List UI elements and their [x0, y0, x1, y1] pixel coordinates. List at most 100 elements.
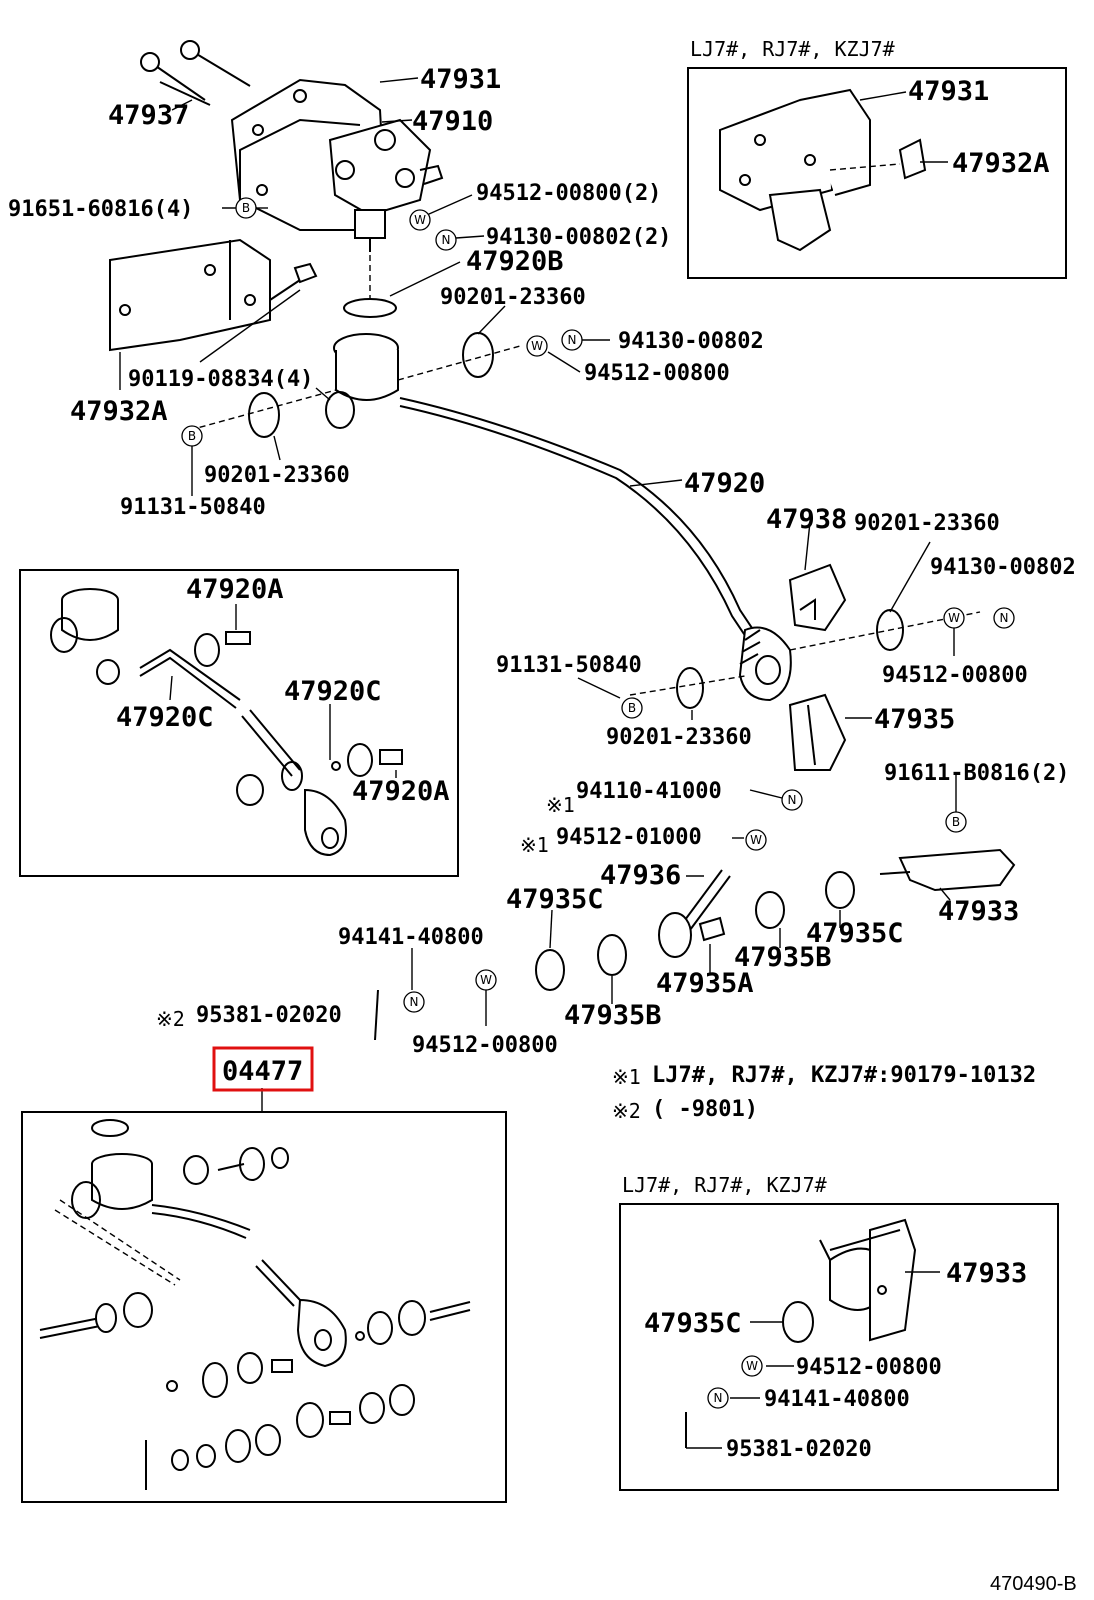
svg-text:N: N — [442, 233, 451, 247]
nut-symbol: N — [561, 329, 583, 351]
label-94512-01000: 94512-01000 — [556, 825, 702, 850]
label-47920: 47920 — [684, 468, 765, 499]
inset-bracket-drawing-top-right — [719, 88, 927, 252]
inset-label-47920C-a: 47920C — [116, 702, 214, 733]
inset-label-47935C: 47935C — [644, 1308, 742, 1339]
bolt-symbol: B — [621, 697, 643, 719]
label-94141-40800: 94141-40800 — [338, 925, 484, 950]
washer-symbol: W — [745, 829, 767, 851]
label-94130-00802-2: 94130-00802(2) — [486, 225, 671, 250]
inset-label-94512-00800: 94512-00800 — [796, 1355, 942, 1380]
svg-text:N: N — [1000, 611, 1009, 625]
label-94110-41000: 94110-41000 — [576, 779, 722, 804]
label-04477[interactable]: 04477 — [222, 1056, 303, 1087]
inset-sensor-drawing-left — [50, 588, 403, 857]
label-47935: 47935 — [874, 704, 955, 735]
inset-label-47920A-a: 47920A — [186, 574, 284, 605]
part-labels: 47931 47910 47937 91651-60816(4) 94512-0… — [8, 37, 1077, 1595]
svg-text:N: N — [714, 1391, 723, 1405]
inset-box-left — [19, 569, 459, 877]
label-47931: 47931 — [420, 64, 501, 95]
label-47932A: 47932A — [70, 396, 168, 427]
label-91131-50840-b: 91131-50840 — [496, 653, 642, 678]
bolt-symbol: B — [235, 197, 257, 219]
note1-text: LJ7#, RJ7#, KZJ7#:90179-10132 — [652, 1063, 1036, 1088]
label-mark-note1-b: ※1 — [520, 833, 549, 857]
svg-text:W: W — [531, 339, 543, 353]
label-90119-08834: 90119-08834(4) — [128, 367, 313, 392]
fastener-symbols: B W N W N B W N B N B W N W W N — [181, 197, 1015, 1409]
label-90201-23360-a: 90201-23360 — [440, 285, 586, 310]
inset-header-top-right: LJ7#, RJ7#, KZJ7# — [690, 37, 895, 61]
label-94512-00800-2: 94512-00800(2) — [476, 181, 661, 206]
label-47935C-a: 47935C — [506, 884, 604, 915]
cable-end-assembly-drawing — [374, 563, 1016, 1041]
label-94512-00800-d: 94512-00800 — [412, 1033, 558, 1058]
label-94130-00802-a: 94130-00802 — [618, 329, 764, 354]
inset-box-top-right — [687, 67, 1067, 279]
svg-text:B: B — [188, 429, 196, 443]
label-47935B-a: 47935B — [734, 942, 832, 973]
nut-symbol: N — [993, 607, 1015, 629]
label-47920B: 47920B — [466, 246, 564, 277]
nut-symbol: N — [403, 991, 425, 1013]
inset-bracket-drawing-bottom-right — [685, 1218, 917, 1448]
highlight-box-04477 — [212, 1046, 314, 1092]
diagram-id: 470490-B — [990, 1573, 1077, 1595]
label-47935B-b: 47935B — [564, 1000, 662, 1031]
kit-drawing-bottom-left — [39, 1119, 471, 1490]
svg-text:W: W — [948, 611, 960, 625]
label-90201-23360-c: 90201-23360 — [854, 511, 1000, 536]
label-91651-60816: 91651-60816(4) — [8, 197, 193, 222]
svg-text:W: W — [750, 833, 762, 847]
svg-text:W: W — [480, 973, 492, 987]
inset-label-47920A-b: 47920A — [352, 776, 450, 807]
svg-text:N: N — [788, 793, 797, 807]
label-47933: 47933 — [938, 896, 1019, 927]
nut-symbol: N — [781, 789, 803, 811]
svg-text:N: N — [568, 333, 577, 347]
svg-text:W: W — [414, 213, 426, 227]
label-47936: 47936 — [600, 860, 681, 891]
svg-text:B: B — [952, 815, 960, 829]
svg-text:B: B — [242, 201, 250, 215]
label-90201-23360-b: 90201-23360 — [204, 463, 350, 488]
inset-label-47931: 47931 — [908, 76, 989, 107]
svg-text:N: N — [410, 995, 419, 1009]
inset-label-47920C-b: 47920C — [284, 676, 382, 707]
inset-label-95381-02020: 95381-02020 — [726, 1437, 872, 1462]
washer-symbol: W — [409, 209, 431, 231]
label-47935A: 47935A — [656, 968, 754, 999]
label-mark-note2: ※2 — [156, 1007, 185, 1031]
washer-symbol: W — [526, 335, 548, 357]
label-47910: 47910 — [412, 106, 493, 137]
svg-text:B: B — [628, 701, 636, 715]
label-95381-02020: 95381-02020 — [196, 1003, 342, 1028]
inset-label-94141-40800: 94141-40800 — [764, 1387, 910, 1412]
svg-text:W: W — [746, 1359, 758, 1373]
inset-label-47932A: 47932A — [952, 148, 1050, 179]
label-94512-00800-a: 94512-00800 — [584, 361, 730, 386]
label-90201-23360-d: 90201-23360 — [606, 725, 752, 750]
label-47938: 47938 — [766, 504, 847, 535]
nut-symbol: N — [435, 229, 457, 251]
inset-header-bottom-right: LJ7#, RJ7#, KZJ7# — [622, 1173, 827, 1197]
inset-box-bottom-left — [21, 1111, 507, 1503]
washer-symbol: W — [943, 607, 965, 629]
nut-symbol: N — [707, 1387, 729, 1409]
label-94130-00802-b: 94130-00802 — [930, 555, 1076, 580]
washer-symbol: W — [741, 1355, 763, 1377]
note2-mark: ※2 — [612, 1099, 641, 1123]
washer-symbol: W — [475, 969, 497, 991]
label-mark-note1-a: ※1 — [546, 793, 575, 817]
bolt-symbol: B — [945, 811, 967, 833]
note1-mark: ※1 — [612, 1065, 641, 1089]
note2-text: ( -9801) — [652, 1097, 758, 1122]
inset-label-47933: 47933 — [946, 1258, 1027, 1289]
label-94512-00800-b: 94512-00800 — [882, 663, 1028, 688]
label-91611-B0816: 91611-B0816(2) — [884, 761, 1069, 786]
bolt-symbol: B — [181, 425, 203, 447]
label-47937: 47937 — [108, 100, 189, 131]
inset-box-bottom-right — [619, 1203, 1059, 1491]
